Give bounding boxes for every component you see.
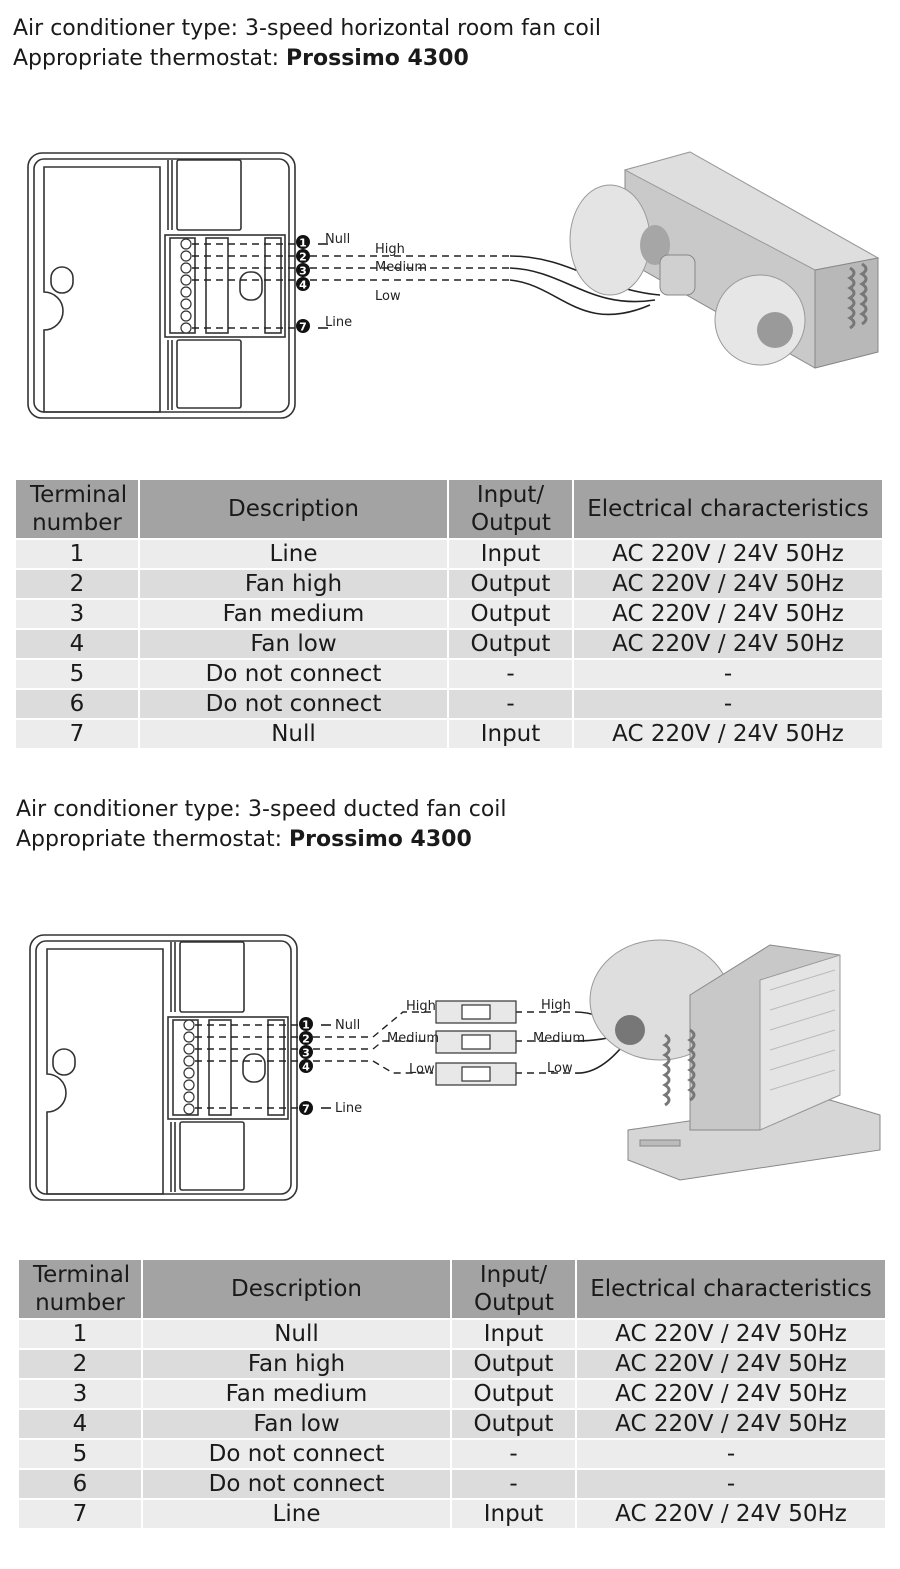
label-low-out: Low: [547, 1061, 573, 1076]
svg-text:1: 1: [299, 237, 307, 250]
label-line: Line: [335, 1101, 362, 1116]
label-high-in: High: [406, 999, 436, 1014]
svg-text:2: 2: [302, 1033, 310, 1046]
air-conditioner-type: Air conditioner type: 3-speed horizontal…: [13, 16, 602, 41]
thermostat-model: Prossimo 4300: [286, 46, 469, 71]
header-description: Description: [138, 478, 449, 540]
section-1-heading: Air conditioner type: 3-speed horizontal…: [13, 14, 601, 74]
label-low-in: Low: [409, 1062, 435, 1077]
label-line: Line: [325, 315, 352, 330]
thermostat-line: Appropriate thermostat: Prossimo 4300: [13, 46, 469, 71]
thermostat-plate: [29, 934, 298, 1201]
terminal-badges: 1 2 3 4 7: [296, 235, 310, 334]
label-medium-out: Medium: [533, 1031, 585, 1046]
thermostat-line: Appropriate thermostat: Prossimo 4300: [16, 827, 472, 852]
wiring-diagram-2: 1 2 3 4 7 Null High Medium Low High Medi…: [29, 934, 881, 1201]
header-description: Description: [141, 1258, 452, 1320]
svg-text:1: 1: [302, 1019, 310, 1032]
terminal-block: [180, 238, 192, 334]
wire-labels: Null High Medium Low High Medium Low Lin…: [335, 998, 585, 1116]
svg-text:2: 2: [299, 251, 307, 264]
header-electrical-characteristics: Electrical characteristics: [575, 1258, 887, 1320]
label-high: High: [375, 242, 405, 257]
header-input-output: Input/ Output: [447, 478, 574, 540]
header-electrical-characteristics: Electrical characteristics: [572, 478, 884, 540]
label-medium-in: Medium: [387, 1031, 439, 1046]
wire-labels: Null High Medium Low Line: [325, 232, 427, 330]
terminal-badges: 1 2 3 4 7: [299, 1017, 313, 1116]
svg-text:3: 3: [302, 1047, 310, 1060]
thermostat-model: Prossimo 4300: [289, 827, 472, 852]
wires: [192, 243, 510, 329]
air-conditioner-type: Air conditioner type: 3-speed ducted fan…: [16, 797, 507, 822]
terminal-table-2: Terminal number Description Input/ Outpu…: [17, 1258, 887, 1530]
terminal-block: [183, 1019, 195, 1115]
label-high-out: High: [541, 998, 571, 1013]
label-null: Null: [335, 1018, 360, 1033]
header-input-output: Input/ Output: [450, 1258, 577, 1320]
label-medium: Medium: [375, 260, 427, 275]
header-terminal-number: Terminal number: [14, 478, 140, 540]
thermostat-plate: [27, 152, 296, 419]
header-terminal-number: Terminal number: [17, 1258, 143, 1320]
label-null: Null: [325, 232, 350, 247]
terminal-table-1: Terminal number Description Input/ Outpu…: [14, 478, 884, 750]
label-low: Low: [375, 289, 401, 304]
section-2-heading: Air conditioner type: 3-speed ducted fan…: [16, 795, 507, 855]
wiring-diagram-1: 1 2 3 4 7 Null High Medium Low Line: [27, 151, 880, 419]
fan-coil-illustration: [569, 151, 880, 369]
svg-text:3: 3: [299, 265, 307, 278]
ducted-fan-coil-illustration: [589, 939, 881, 1181]
svg-text:7: 7: [299, 321, 307, 334]
wires: [195, 1011, 575, 1109]
relays: [435, 1000, 517, 1086]
svg-text:4: 4: [299, 279, 307, 292]
svg-text:7: 7: [302, 1103, 310, 1116]
svg-text:4: 4: [302, 1061, 310, 1074]
